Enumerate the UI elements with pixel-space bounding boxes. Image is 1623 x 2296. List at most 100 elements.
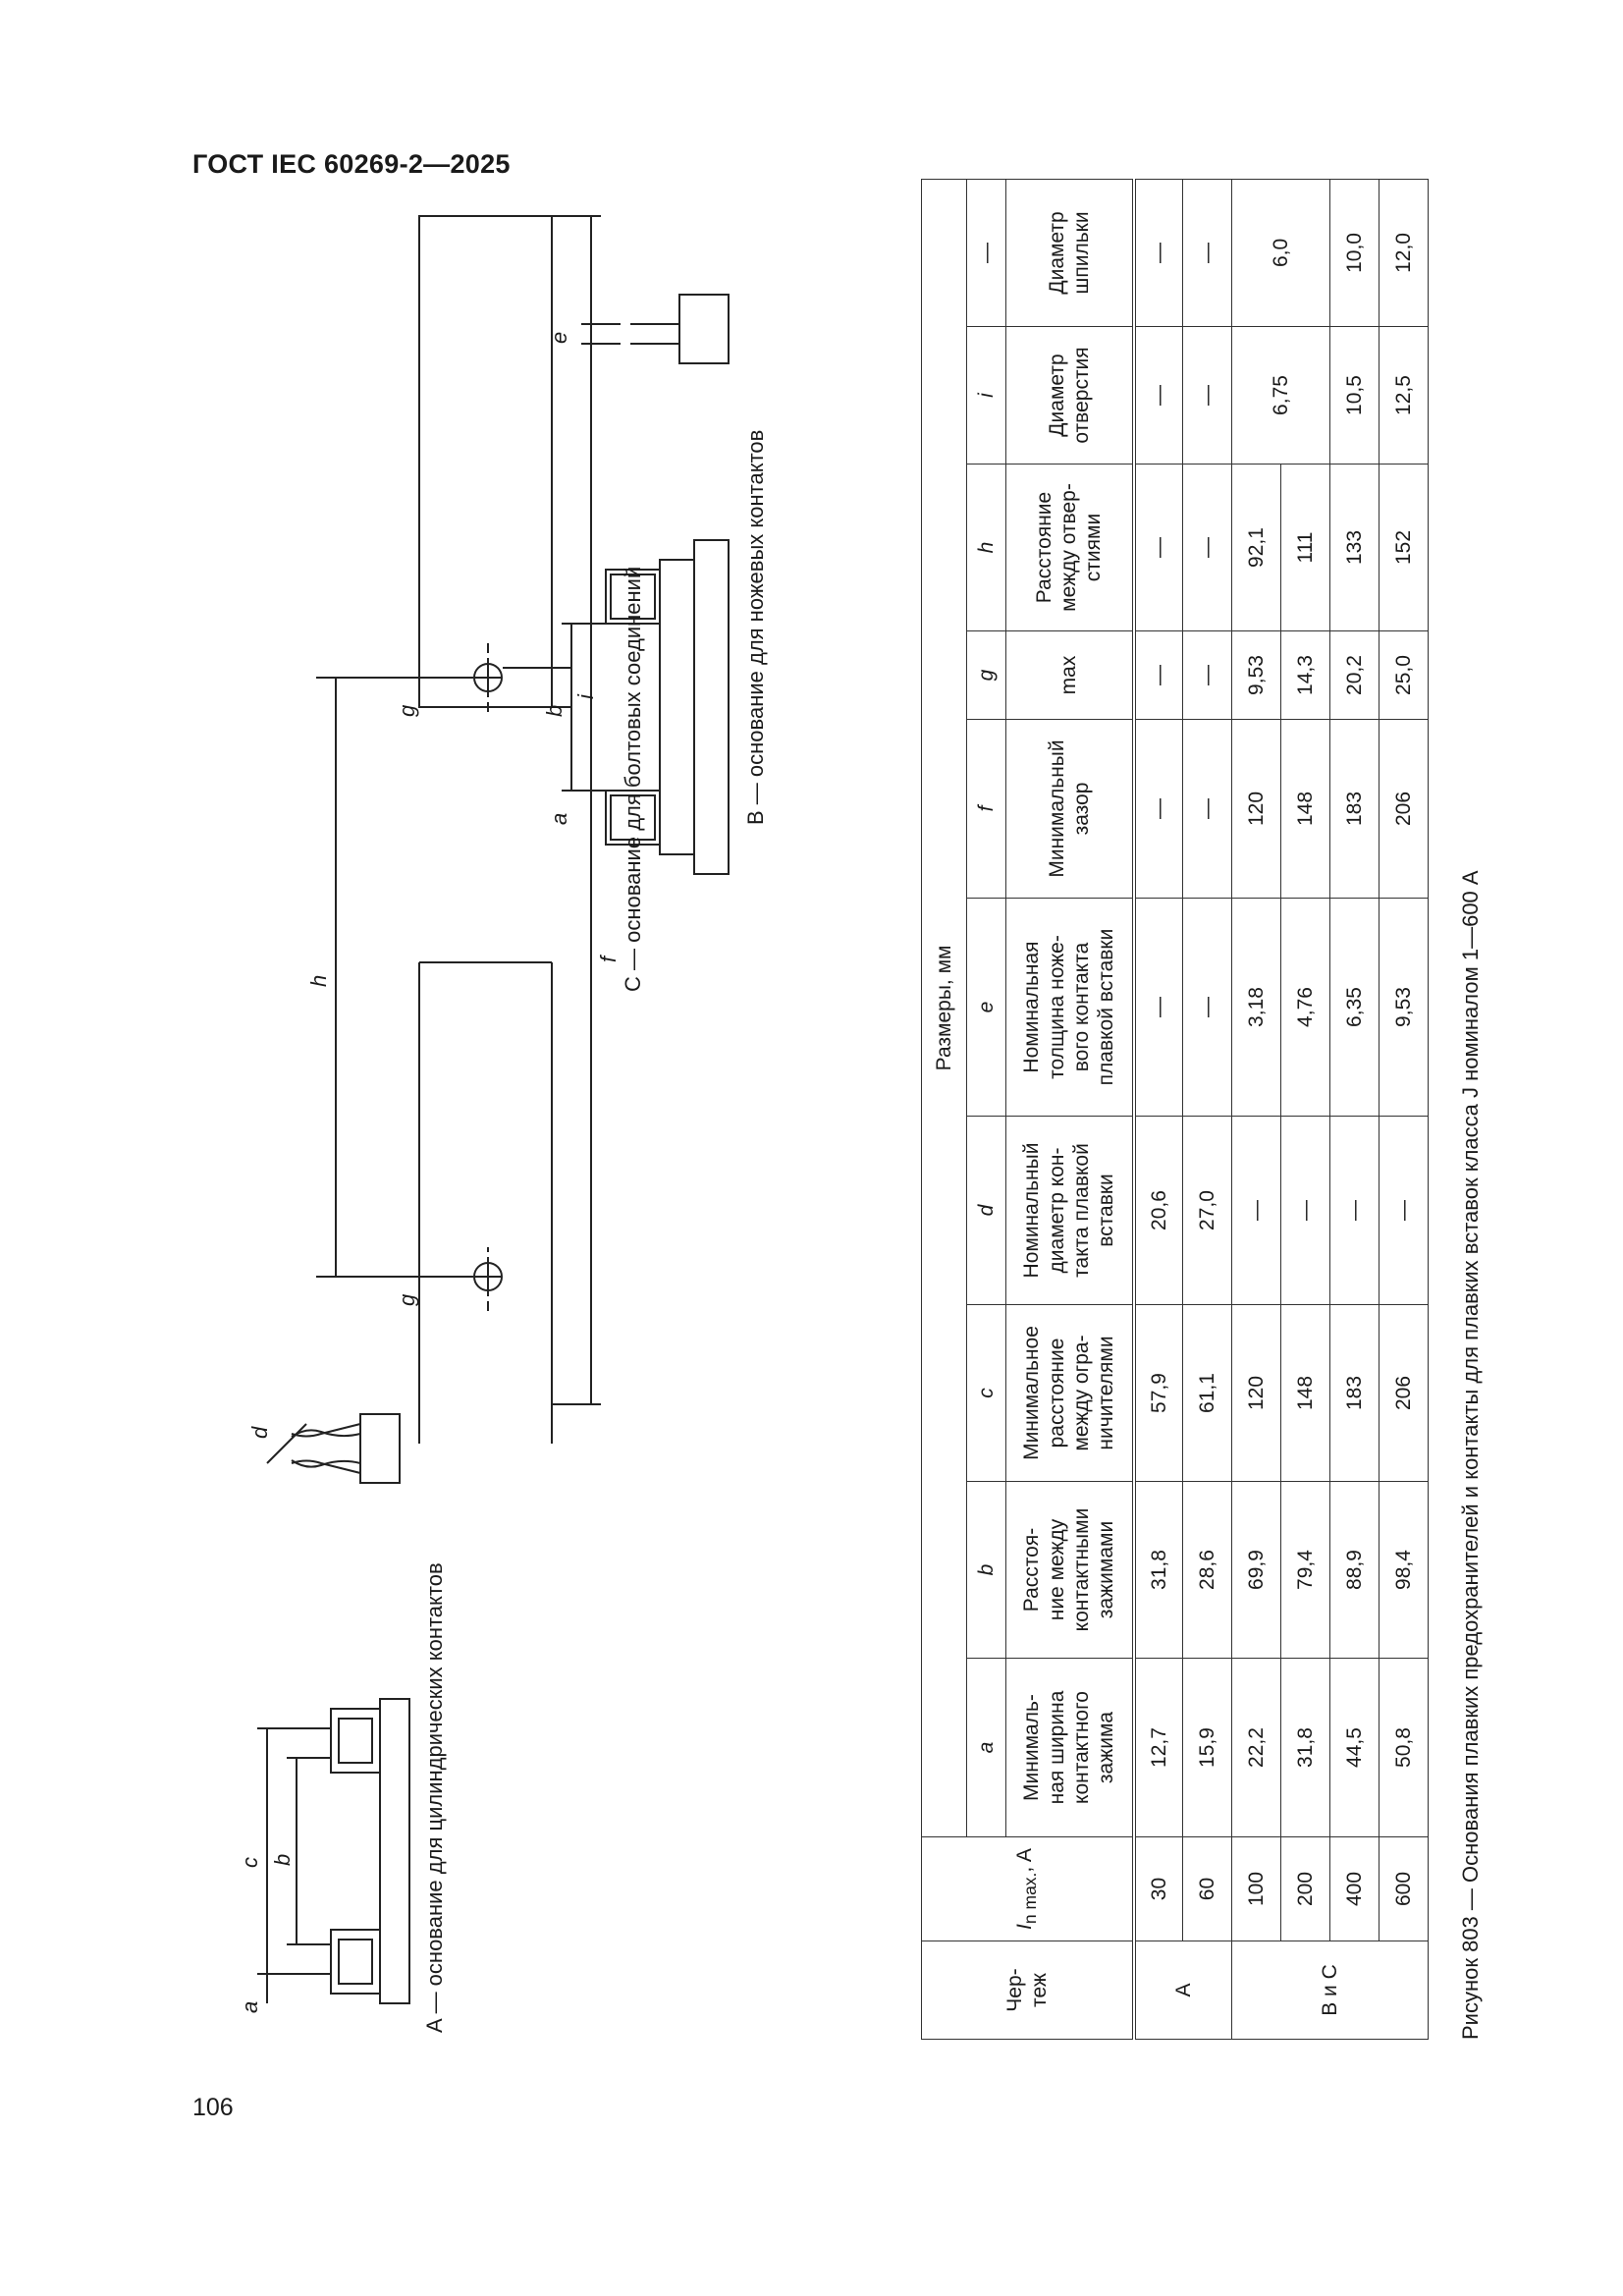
dim-a-b: a	[547, 812, 571, 825]
cell-current: 60	[1182, 1836, 1232, 1941]
cell: 69,9	[1231, 1481, 1281, 1659]
cell: 98,4	[1379, 1481, 1429, 1659]
cell: 57,9	[1133, 1304, 1183, 1482]
cell: 111	[1280, 464, 1330, 631]
desc-h: Расстояние между отвер- стиями	[1005, 464, 1134, 631]
cell: 183	[1329, 719, 1380, 899]
dim-h: h	[306, 974, 331, 987]
cell-current: 30	[1133, 1836, 1183, 1941]
cell-current: 200	[1280, 1836, 1330, 1941]
cell: —	[1329, 1116, 1380, 1305]
dim-b-b: b	[542, 704, 567, 717]
dim-b-a: b	[270, 1853, 295, 1866]
desc-i: Диаметр отверстия	[1005, 326, 1134, 465]
cell: 79,4	[1280, 1481, 1330, 1659]
label-base-a: A — основание для цилиндрических контакт…	[422, 1562, 447, 2033]
cell: —	[1133, 719, 1183, 899]
desc-g: max	[1005, 630, 1134, 720]
cell: 88,9	[1329, 1481, 1380, 1659]
cell: 28,6	[1182, 1481, 1232, 1659]
cell: 9,53	[1379, 898, 1429, 1117]
sym-c: c	[966, 1304, 1006, 1482]
desc-c: Минимальное расстояние между огра- ничит…	[1005, 1304, 1134, 1482]
cell: 50,8	[1379, 1658, 1429, 1837]
cell: 120	[1231, 1304, 1281, 1482]
table-row: 400 44,5 88,9 183 — 6,35 183 20,2 133 10…	[1329, 179, 1380, 2039]
dim-i: i	[573, 694, 598, 699]
col-current-header: In max., A	[921, 1836, 1134, 1941]
cell: —	[1182, 179, 1232, 327]
cell-merged-i: 6,75	[1231, 326, 1330, 465]
cell: 92,1	[1231, 464, 1281, 631]
sym-stud: —	[966, 179, 1006, 327]
dim-c: c	[238, 1857, 262, 1868]
desc-e: Номинальная толщина ноже- вого контакта …	[1005, 898, 1134, 1117]
cell: 61,1	[1182, 1304, 1232, 1482]
cell: —	[1182, 719, 1232, 899]
cell: —	[1133, 179, 1183, 327]
cell-merged-stud: 6,0	[1231, 179, 1330, 327]
sym-a: a	[966, 1658, 1006, 1837]
table-row: 600 50,8 98,4 206 — 9,53 206 25,0 152 12…	[1379, 179, 1429, 2039]
base-a-clip-left	[330, 1929, 381, 1995]
cell: 44,5	[1329, 1658, 1380, 1837]
cell: 12,5	[1379, 326, 1429, 465]
page-number: 106	[192, 2094, 234, 2121]
base-b-drawing	[562, 285, 730, 875]
cell: —	[1379, 1116, 1429, 1305]
base-a-clip-right	[330, 1708, 381, 1774]
cell: 120	[1231, 719, 1281, 899]
sym-e: e	[966, 898, 1006, 1117]
cell: 10,0	[1329, 179, 1380, 327]
cell-current: 100	[1231, 1836, 1281, 1941]
cell: 14,3	[1280, 630, 1330, 720]
cell: 133	[1329, 464, 1380, 631]
sym-h: h	[966, 464, 1006, 631]
cell: —	[1133, 464, 1183, 631]
figure-caption: Рисунок 803 — Основания плавких предохра…	[1458, 870, 1483, 2040]
cell: —	[1280, 1116, 1330, 1305]
sym-f: f	[966, 719, 1006, 899]
dim-e: e	[547, 331, 571, 344]
cell: 31,8	[1133, 1481, 1183, 1659]
table-row: B и C 100 22,2 69,9 120 — 3,18 120 9,53 …	[1231, 179, 1429, 2040]
cell: 148	[1280, 719, 1330, 899]
cell: —	[1133, 630, 1183, 720]
dimensions-table: Чер- теж In max., A Размеры, мм a b c d …	[921, 179, 1429, 2040]
group-a-cell: A	[1133, 1941, 1232, 2040]
cell: 206	[1379, 1304, 1429, 1482]
cell-current: 400	[1329, 1836, 1380, 1941]
cell: —	[1182, 630, 1232, 720]
cell: —	[1133, 326, 1183, 465]
cell: —	[1182, 326, 1232, 465]
dim-g-left: g	[395, 1293, 419, 1306]
sym-g: g	[966, 630, 1006, 720]
desc-b: Расстоя- ние между контактными зажимами	[1005, 1481, 1134, 1659]
cell: 4,76	[1280, 898, 1330, 1117]
table-row: A 30 12,7 31,8 57,9 20,6 — — — — — —	[1133, 179, 1232, 2040]
label-base-b: B — основание для ножевых контактов	[743, 429, 768, 825]
rotated-figure-page: A — основание для цилиндрических контакт…	[208, 58, 1490, 2052]
cell: 12,0	[1379, 179, 1429, 327]
cell: 9,53	[1231, 630, 1281, 720]
cell: 148	[1280, 1304, 1330, 1482]
cell: 12,7	[1133, 1658, 1183, 1837]
base-c-drawing	[316, 215, 601, 1444]
cell: —	[1231, 1116, 1281, 1305]
dim-g-right: g	[395, 704, 419, 717]
cell: —	[1182, 464, 1232, 631]
cell: 6,35	[1329, 898, 1380, 1117]
desc-stud: Диаметр шпильки	[1005, 179, 1134, 327]
dim-f: f	[596, 956, 621, 962]
dim-d: d	[247, 1426, 272, 1439]
group-header-dimensions: Размеры, мм	[921, 179, 967, 1837]
cell: 152	[1379, 464, 1429, 631]
cell: —	[1182, 898, 1232, 1117]
cell: 27,0	[1182, 1116, 1232, 1305]
cell: 10,5	[1329, 326, 1380, 465]
sym-d: d	[966, 1116, 1006, 1305]
cell: 183	[1329, 1304, 1380, 1482]
sym-b: b	[966, 1481, 1006, 1659]
standard-header: ГОСТ IEC 60269-2—2025	[192, 149, 511, 179]
sym-i: i	[966, 326, 1006, 465]
